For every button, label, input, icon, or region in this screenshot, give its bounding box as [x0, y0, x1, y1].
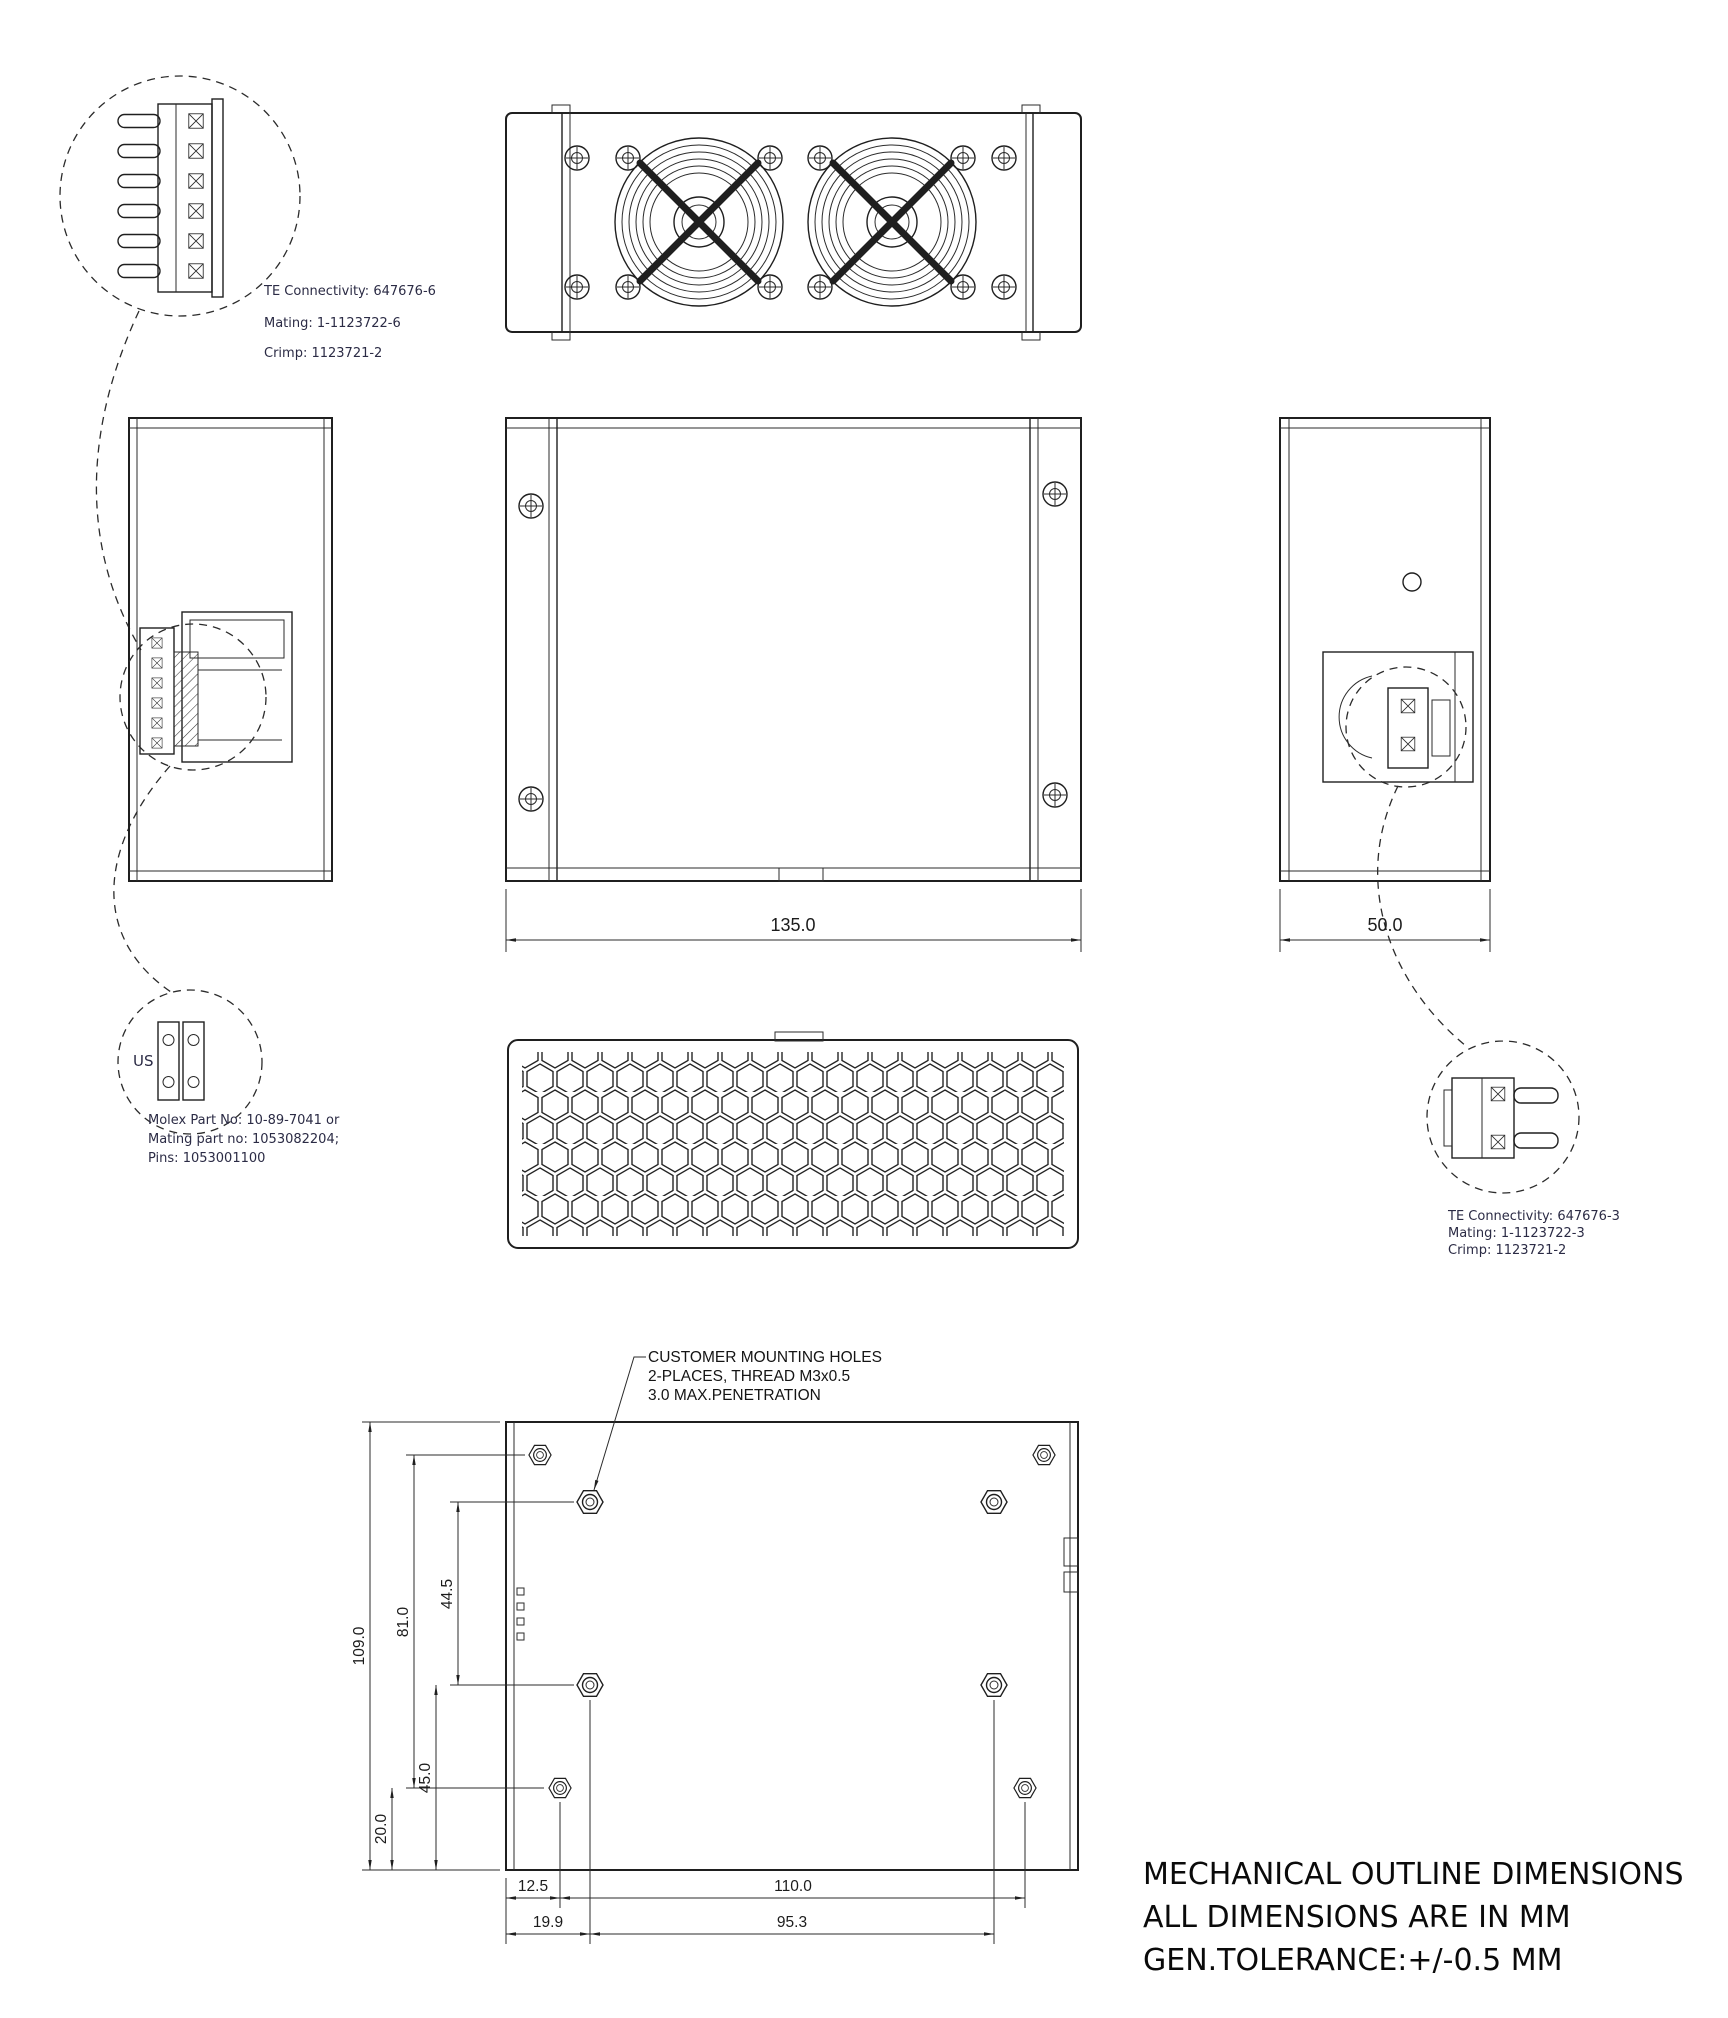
terminal-cavity	[1490, 1086, 1506, 1102]
right-side-view: 50.0	[1279, 417, 1491, 952]
dim-label-81: 81.0	[395, 1607, 412, 1638]
screw	[950, 274, 976, 300]
grille-view	[507, 1031, 1079, 1249]
terminal-cavity	[188, 233, 204, 249]
mounting-hole	[548, 1777, 572, 1799]
note-line-1: MECHANICAL OUTLINE DIMENSIONS	[1143, 1857, 1683, 1892]
terminal-cavity	[1400, 698, 1416, 714]
molex-line-3: Pins: 1053001100	[148, 1151, 265, 1166]
terminal-cavity	[188, 113, 204, 129]
terminal-cavity	[151, 637, 163, 649]
detail-circle	[59, 75, 301, 317]
te3-line-1: TE Connectivity: 647676-3	[1447, 1209, 1620, 1224]
mounting-hole	[980, 1672, 1008, 1698]
drawing-notes: MECHANICAL OUTLINE DIMENSIONS ALL DIMENS…	[1143, 1857, 1683, 1978]
screw	[615, 145, 641, 171]
dim-bottom-vertical: 109.0 81.0 44.5 20.0 45.0	[351, 1421, 574, 1871]
screw	[1042, 481, 1068, 507]
fan-grille	[808, 138, 976, 306]
mounting-hole	[1013, 1777, 1037, 1799]
screw	[518, 493, 544, 519]
screw	[615, 274, 641, 300]
terminal-cavity	[151, 697, 163, 709]
dim-label-95-3: 95.3	[777, 1914, 807, 1931]
dim-front-width: 135.0	[505, 889, 1082, 952]
screw	[757, 274, 783, 300]
callout-line-3: 3.0 MAX.PENETRATION	[648, 1387, 821, 1404]
molex-connector-detail: US Molex Part No: 10-89-7041 or Mating p…	[117, 989, 340, 1166]
led-hole	[1402, 572, 1422, 592]
callout-line-1: CUSTOMER MOUNTING HOLES	[648, 1349, 882, 1366]
detail-leaders	[95, 310, 1467, 1047]
screw	[518, 786, 544, 812]
dim-label-44-5: 44.5	[439, 1579, 456, 1609]
screw	[991, 145, 1017, 171]
te3-line-2: Mating: 1-1123722-3	[1448, 1226, 1585, 1241]
mounting-hole	[576, 1672, 604, 1698]
terminal-cavity	[188, 143, 204, 159]
screw	[1042, 782, 1068, 808]
dim-label-12-5: 12.5	[518, 1878, 548, 1895]
screw	[807, 145, 833, 171]
te3-line-3: Crimp: 1123721-2	[1448, 1243, 1566, 1258]
bottom-view: CUSTOMER MOUNTING HOLES 2-PLACES, THREAD…	[351, 1349, 1079, 1944]
fan-grille	[615, 138, 783, 306]
front-view: 135.0	[505, 417, 1082, 952]
screw	[991, 274, 1017, 300]
screw	[757, 145, 783, 171]
te6-line-3: Crimp: 1123721-2	[264, 346, 382, 361]
dim-label-110: 110.0	[774, 1878, 812, 1895]
callout-line-2: 2-PLACES, THREAD M3x0.5	[648, 1368, 850, 1385]
terminal-cavity	[1400, 736, 1416, 752]
detail-circle	[1426, 1040, 1580, 1194]
side-connector-assembly	[1322, 651, 1474, 783]
dim-bottom-horizontal: 12.5 110.0 19.9 95.3	[505, 1700, 1026, 1944]
screw	[564, 274, 590, 300]
top-view	[505, 104, 1082, 341]
molex-tag: US	[133, 1052, 154, 1070]
terminal-cavity	[151, 677, 163, 689]
screw	[564, 145, 590, 171]
dim-label-109: 109.0	[351, 1626, 368, 1665]
dim-label-45: 45.0	[417, 1763, 434, 1794]
mounting-hole	[528, 1444, 552, 1466]
detail-circle	[119, 623, 267, 771]
callout-leader	[593, 1356, 646, 1491]
note-line-3: GEN.TOLERANCE:+/-0.5 MM	[1143, 1943, 1562, 1978]
screw	[807, 274, 833, 300]
te6-connector-detail: TE Connectivity: 647676-6 Mating: 1-1123…	[59, 75, 436, 361]
terminal-cavity	[188, 263, 204, 279]
customer-mounting-hole	[576, 1489, 604, 1515]
left-side-view	[119, 417, 333, 882]
terminal-cavity	[1490, 1134, 1506, 1150]
te3-connector-detail: TE Connectivity: 647676-3 Mating: 1-1123…	[1426, 1040, 1620, 1258]
customer-mounting-hole	[980, 1489, 1008, 1515]
screw	[950, 145, 976, 171]
terminal-cavity	[151, 737, 163, 749]
te6-line-1: TE Connectivity: 647676-6	[263, 284, 436, 299]
terminal-cavity	[151, 717, 163, 729]
dim-label-20: 20.0	[373, 1814, 390, 1845]
detail-circle	[1345, 666, 1467, 788]
dim-label-135: 135.0	[770, 915, 815, 935]
te6-line-2: Mating: 1-1123722-6	[264, 316, 401, 331]
mounting-hole	[1032, 1444, 1056, 1466]
mounting-holes-callout: CUSTOMER MOUNTING HOLES 2-PLACES, THREAD…	[593, 1349, 882, 1491]
side-connector-assembly	[139, 611, 293, 763]
dim-side-depth: 50.0	[1279, 889, 1491, 952]
note-line-2: ALL DIMENSIONS ARE IN MM	[1143, 1900, 1571, 1935]
terminal-cavity	[151, 657, 163, 669]
terminal-cavity	[188, 203, 204, 219]
terminal-cavity	[188, 173, 204, 189]
molex-line-1: Molex Part No: 10-89-7041 or	[148, 1113, 340, 1128]
detail-circle	[117, 989, 263, 1135]
molex-line-2: Mating part no: 1053082204;	[148, 1132, 339, 1147]
dim-label-19-9: 19.9	[533, 1914, 563, 1931]
dim-label-50: 50.0	[1367, 915, 1402, 935]
honeycomb-pattern	[522, 1052, 1064, 1236]
